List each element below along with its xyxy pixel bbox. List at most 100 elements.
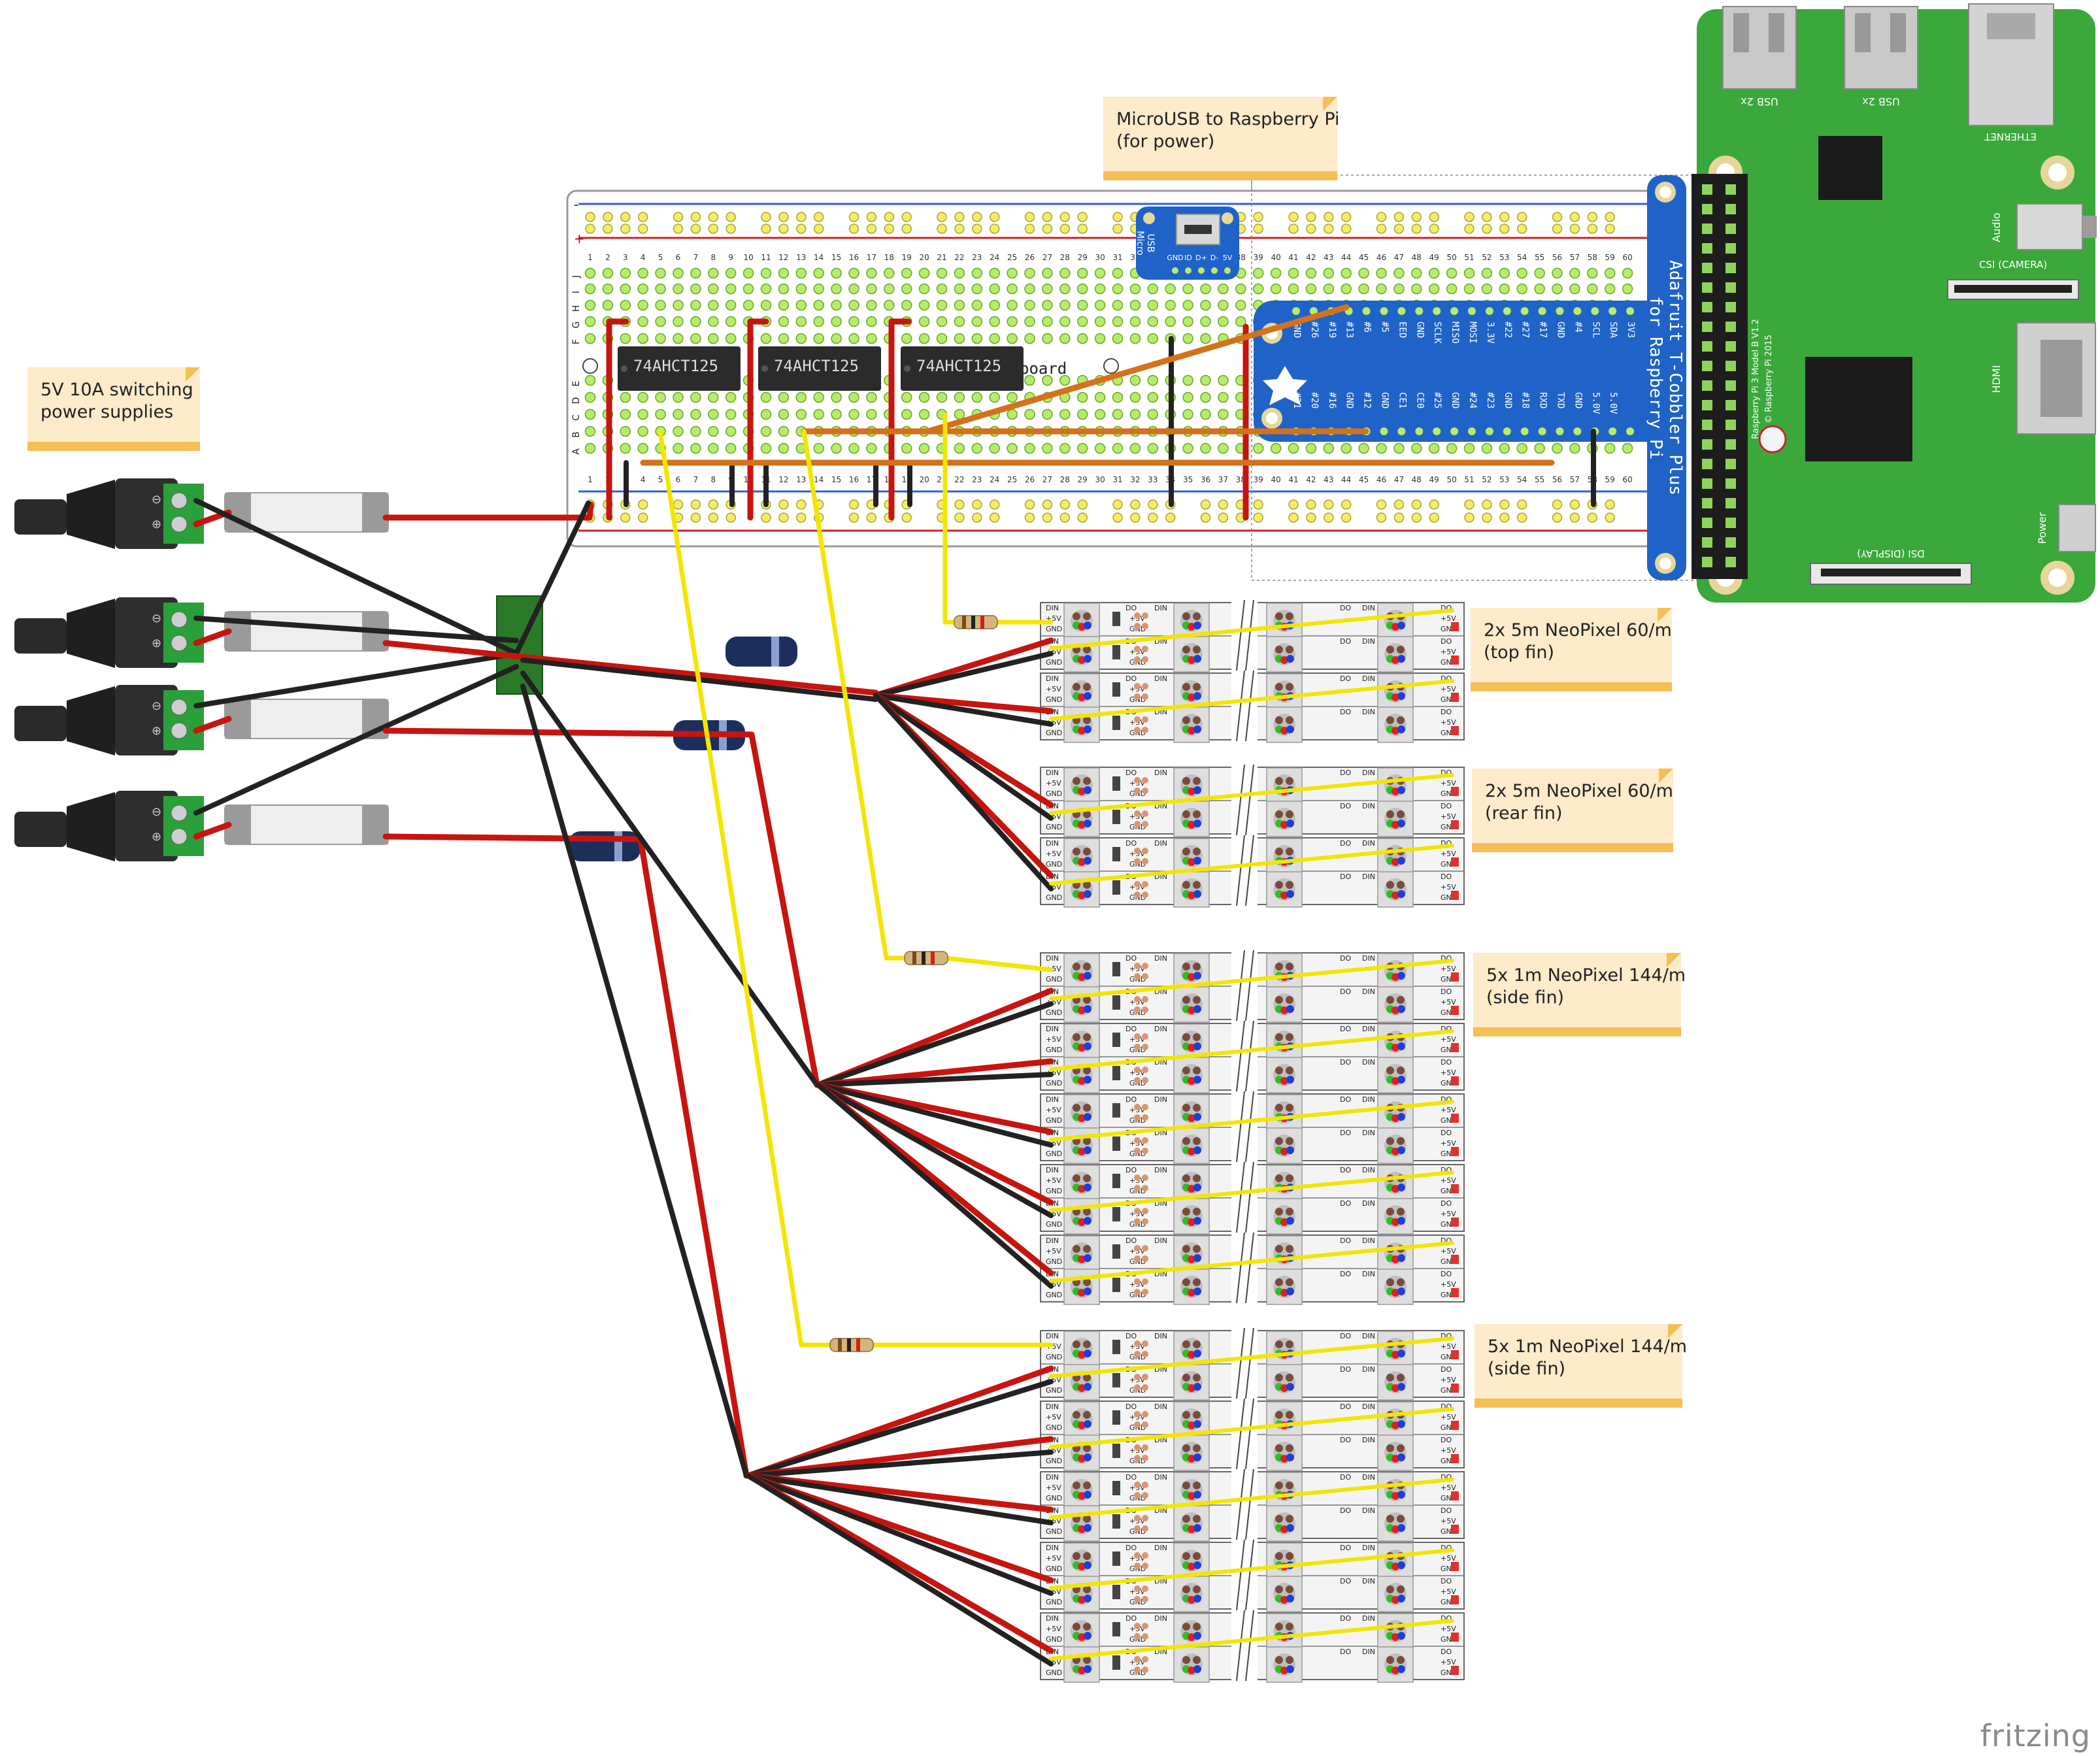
red-wire <box>382 833 750 1479</box>
pixel-die <box>1275 1104 1283 1112</box>
strip-do-label: DO <box>1125 1614 1137 1623</box>
terminal-screw <box>171 516 188 533</box>
strip-gnd-label: GND <box>1046 1150 1062 1158</box>
breadboard-hole <box>602 283 614 295</box>
strip-pad <box>1134 881 1141 887</box>
cobbler-pin-label: SCL <box>1590 322 1601 338</box>
pixel-die <box>1286 1585 1293 1593</box>
rail-hole <box>1341 499 1352 510</box>
strip-pad <box>1142 1114 1148 1121</box>
pixel-red <box>1188 821 1195 829</box>
strip-din-label: DIN <box>1362 1648 1375 1656</box>
pixel-red <box>1392 1667 1399 1674</box>
strip-5v-label: +5V <box>1046 779 1061 788</box>
rail-hole <box>796 212 807 222</box>
strip-do-label: DO <box>1340 708 1351 716</box>
column-number: 46 <box>1376 475 1386 484</box>
gpio-pin <box>1725 224 1736 234</box>
breadboard-hole <box>1024 267 1035 279</box>
pixel-red <box>1280 1455 1288 1463</box>
pixel-die <box>1083 1411 1091 1419</box>
dsi-label: DSI (DISPLAY) <box>1857 548 1924 559</box>
pi-model-text: Raspberry Pi 3 Model B V1.2 <box>1751 319 1761 439</box>
audio-label: Audio <box>1990 212 2003 242</box>
breadboard-hole <box>742 267 754 279</box>
strip-5v-label: +5V <box>1046 1554 1061 1563</box>
breadboard-hole <box>584 299 596 311</box>
strip-end-pad <box>1451 891 1459 900</box>
pixel-blue <box>1193 1005 1201 1013</box>
pixel-red <box>1392 1255 1399 1263</box>
terminal-screw <box>171 722 188 739</box>
breadboard-hole <box>884 299 895 311</box>
cobbler-pin <box>1450 427 1459 435</box>
breadboard-hole <box>1076 408 1088 420</box>
rail-hole <box>1552 224 1563 234</box>
cobbler-pin-label: #17 <box>1538 322 1548 338</box>
strip-pad <box>1142 716 1148 723</box>
rail-hole <box>972 512 982 523</box>
pixel-blue <box>1193 972 1201 980</box>
column-number: 22 <box>954 475 964 484</box>
usb-label: USB 2x <box>1741 95 1778 108</box>
strip-din-label: DIN <box>1046 1332 1059 1340</box>
rail-hole <box>1288 224 1299 234</box>
breadboard-hole <box>848 316 859 327</box>
minus-icon: ⊖ <box>152 805 161 819</box>
pixel-die <box>1286 1482 1293 1489</box>
breadboard-hole <box>813 391 824 403</box>
breadboard-hole <box>989 391 1000 403</box>
strip-data-wire <box>1049 1241 1454 1283</box>
pixel-red <box>1392 1114 1399 1122</box>
breadboard-hole <box>1534 267 1545 279</box>
breadboard-hole <box>760 442 772 454</box>
strip-resistor <box>1112 1244 1120 1259</box>
pixel-die <box>1182 1033 1190 1041</box>
dc-jack-housing <box>115 685 178 755</box>
strip-end-pad <box>1451 1147 1459 1156</box>
pixel-die <box>1286 1623 1293 1631</box>
breadboard-hole <box>1288 283 1299 295</box>
strip-pad <box>1142 1033 1148 1040</box>
breadboard-hole <box>1252 283 1264 295</box>
rail-hole <box>637 224 648 234</box>
pixel-die <box>1083 1174 1091 1182</box>
capacitor-stripe <box>614 831 622 861</box>
strip-5v-label: +5V <box>1441 965 1456 973</box>
note-microusb: MicroUSB to Raspberry Pi (for power) <box>1103 97 1340 180</box>
pixel-red <box>1392 1384 1399 1392</box>
strip-din-label: DIN <box>1046 1473 1059 1482</box>
breadboard-hole <box>1112 283 1124 295</box>
pixel-blue <box>1193 1632 1201 1640</box>
breadboard-hole <box>760 408 772 420</box>
pixel-die <box>1182 1585 1190 1593</box>
gpio-pin <box>1702 478 1712 489</box>
pixel-blue <box>1286 1383 1294 1391</box>
strip-do-label: DO <box>1340 1166 1351 1174</box>
strip-end-pad <box>1451 1562 1459 1571</box>
pixel-die <box>1286 1137 1293 1145</box>
red-wire <box>382 640 879 696</box>
column-number: 4 <box>641 253 646 262</box>
strip-din-label: DIN <box>1362 987 1375 996</box>
cobbler-pin-label: #16 <box>1327 392 1337 408</box>
column-number: 11 <box>761 253 771 262</box>
pixel-red <box>1078 1114 1086 1122</box>
strip-do-label: DO <box>1125 1473 1137 1482</box>
strip-do-label: DO <box>1340 1199 1351 1208</box>
column-number: 42 <box>1306 253 1316 262</box>
pixel-red <box>1188 1455 1195 1463</box>
pixel-blue <box>1084 972 1092 980</box>
pixel-blue <box>1084 890 1092 898</box>
breadboard-hole <box>1024 333 1035 344</box>
cobbler-pin-label: #22 <box>1503 322 1513 338</box>
pixel-blue <box>1397 820 1405 827</box>
resistor-band <box>847 1338 851 1352</box>
resistor-band <box>856 1338 860 1352</box>
cobbler-pin <box>1485 307 1493 315</box>
strip-do-label: DO <box>1340 987 1351 996</box>
breadboard-hole <box>936 316 948 327</box>
strip-din-label: DIN <box>1362 1577 1375 1585</box>
strip-data-wire <box>1049 608 1454 650</box>
pixel-red <box>1392 858 1399 866</box>
